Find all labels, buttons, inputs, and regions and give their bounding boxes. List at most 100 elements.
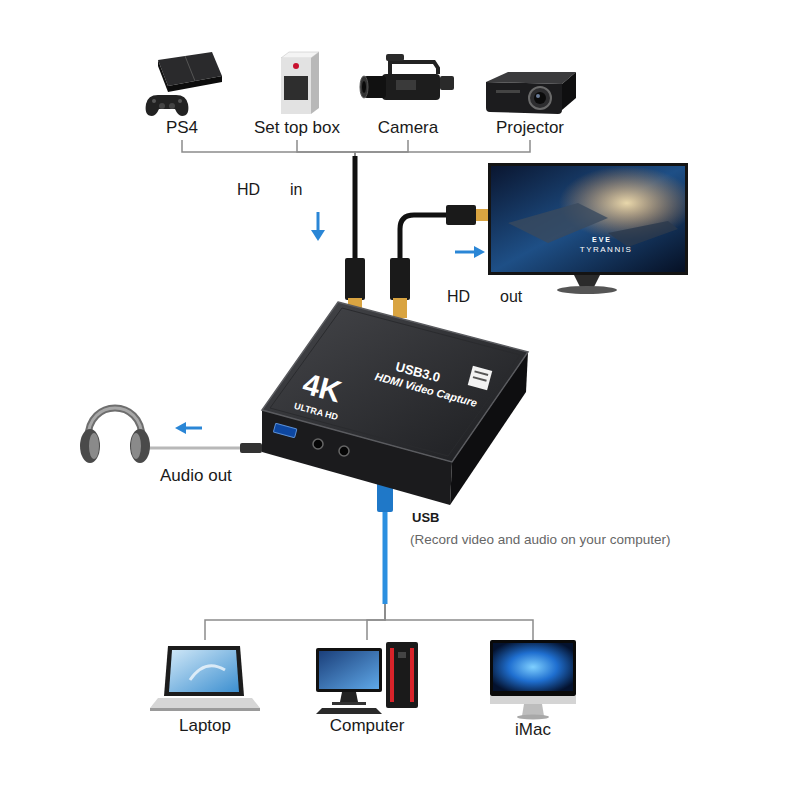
- device-icon-part: [245, 46, 349, 118]
- device-icon-part-part: [486, 72, 576, 84]
- device-icon-part-part: [490, 640, 576, 696]
- monitor-display: EVE TYRANNIS: [488, 163, 688, 295]
- device-icon-part-part: [293, 63, 299, 69]
- cable-illustration-part: [476, 209, 489, 221]
- projector-device: Projector: [478, 46, 582, 140]
- hdmi-cable: [400, 215, 488, 298]
- port-label: HD: [237, 180, 260, 199]
- headphones-icon: [76, 392, 156, 472]
- device-icon-part-part: [146, 95, 189, 116]
- monitor-screen-part-part: [608, 221, 678, 247]
- device-icon: [140, 46, 224, 118]
- capture-card-body-part-part: [313, 439, 323, 449]
- usb-bracket-line: [205, 508, 385, 640]
- device-icon-part-part: [398, 652, 406, 658]
- device-icon-part-part: [281, 58, 311, 114]
- headphones-icon-part-part: [131, 433, 141, 459]
- device-icon-part-part: [493, 643, 573, 691]
- cable-illustration-part: [240, 443, 262, 453]
- capture-card-body-part-part: [468, 366, 492, 390]
- device-icon-part: [150, 640, 260, 716]
- input-bracket-line: [182, 140, 355, 298]
- capture-card-body-part-part: [339, 446, 349, 456]
- device-icon-part-part: [159, 103, 165, 109]
- console-device: PS4: [140, 46, 224, 140]
- port-label: USB: [412, 510, 439, 526]
- device-icon-part-part: [152, 99, 156, 103]
- device-icon-part-part: [169, 103, 175, 109]
- device-label: Computer: [330, 716, 405, 736]
- device-label: PS4: [166, 118, 198, 138]
- device-label: Laptop: [179, 716, 231, 736]
- device-label: Projector: [496, 118, 564, 138]
- capture-card-body-part-part-part: [474, 370, 488, 376]
- device-icon-part-part: [190, 666, 225, 680]
- device-icon: [478, 46, 582, 118]
- device-icon-part-part: [158, 60, 168, 92]
- usb-note: (Record video and audio on your computer…: [410, 532, 670, 548]
- device-icon-part-part: [185, 56, 195, 81]
- device-icon-part-part: [410, 648, 414, 702]
- device-icon-part-part: [362, 81, 366, 93]
- device-icon: [312, 640, 422, 716]
- headphones-icon-part-part: [130, 429, 150, 463]
- device-icon-part: [356, 46, 460, 118]
- cable-illustration-part: [317, 212, 320, 232]
- device-icon: [356, 46, 460, 118]
- monitor-screen-part-part: [488, 163, 688, 275]
- capture-card: USB3.0HDMI Video Capture4KULTRA HD: [258, 298, 530, 508]
- device-label: Audio out: [160, 466, 232, 486]
- screen-text: EVE: [592, 236, 612, 243]
- device-icon-part-part: [284, 76, 308, 100]
- imac-device: iMac: [478, 640, 588, 742]
- device-icon-part-part: [169, 650, 239, 692]
- capture-card-body-part-part-part: [273, 423, 297, 437]
- device-icon-part-part: [150, 698, 260, 708]
- monitor-screen-part-part: [574, 275, 600, 287]
- device-icon-part: [312, 640, 422, 716]
- camera-device: Camera: [356, 46, 460, 140]
- cable-illustration-part: [353, 156, 358, 262]
- monitor-screen: [488, 163, 688, 295]
- device-icon-part: [478, 46, 582, 118]
- device-icon-part-part: [382, 74, 440, 100]
- device-icon-part-part: [178, 99, 182, 103]
- cable-illustration-part: [455, 251, 476, 254]
- headphones-icon-part-part: [89, 433, 99, 459]
- monitor-screen-part: [488, 163, 688, 295]
- device-icon-part-part: [390, 648, 394, 702]
- device-icon-part-part: [386, 642, 418, 708]
- monitor-screen-part-part: [491, 166, 685, 272]
- cable-illustration-part: [345, 258, 365, 300]
- device-icon-part-part: [316, 648, 382, 692]
- cable-illustration-part: [474, 246, 485, 258]
- port-label: out: [500, 287, 522, 306]
- screen-text: TYRANNIS: [580, 246, 632, 254]
- device-icon-part-part: [562, 72, 576, 110]
- cable-illustration-part: [184, 427, 202, 430]
- device-icon-part-part: [490, 696, 576, 704]
- device-icon-part-part: [319, 651, 379, 689]
- cable-illustration-part: [311, 230, 325, 241]
- capture-card-body-part-part: [273, 423, 297, 437]
- device-icon-part-part: [440, 76, 454, 90]
- device-icon-part-part: [522, 704, 544, 716]
- device-icon-part-part: [390, 62, 438, 74]
- headphones-icon-part-part: [80, 429, 100, 463]
- device-icon-part-part: [396, 80, 416, 90]
- port-label: in: [290, 180, 302, 199]
- device-icon-part-part: [150, 708, 260, 711]
- cable-illustration-part: [390, 258, 410, 300]
- cable-illustration-part: [148, 447, 256, 450]
- cable-illustration-part: [446, 205, 476, 225]
- cable-illustration-part: [175, 422, 186, 434]
- settop-device: Set top box: [245, 46, 349, 140]
- device-icon-part: [140, 46, 224, 118]
- device-icon-part-part: [168, 76, 222, 92]
- usb-bracket-line: [367, 508, 385, 640]
- desktop-device: Computer: [312, 640, 422, 738]
- device-icon-part: [478, 640, 588, 720]
- device-icon-part-part: [517, 715, 549, 720]
- capture-card-body-part-part: [270, 308, 520, 456]
